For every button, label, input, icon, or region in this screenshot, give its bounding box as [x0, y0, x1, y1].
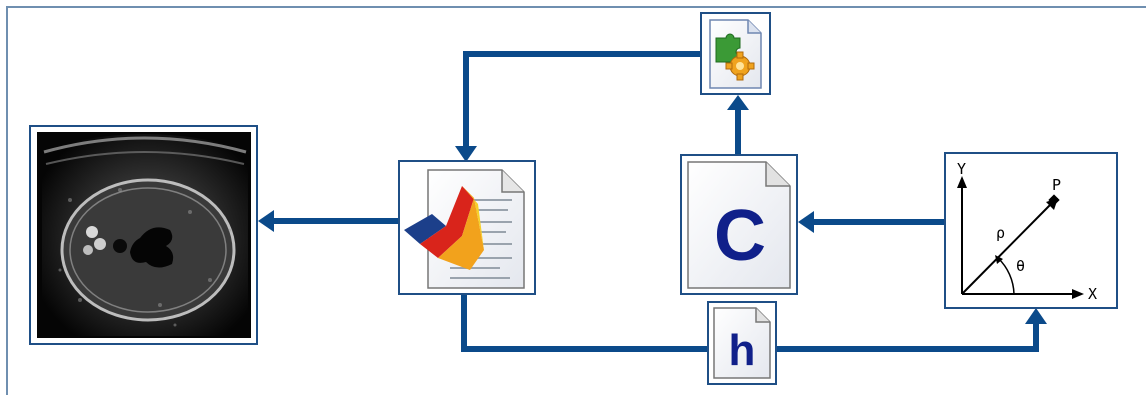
polar-coordinates-icon [957, 176, 1084, 299]
mex-compiled-file-icon [709, 19, 762, 89]
node-mex [700, 12, 771, 95]
c-source-file-icon: C [687, 161, 791, 289]
diagram-frame [6, 6, 1146, 395]
node-h-header: h [707, 301, 777, 385]
polar-rho-label: ρ [996, 224, 1005, 242]
node-polar: Y X P ρ θ [944, 152, 1118, 309]
arrowhead-matlab-top [455, 146, 477, 162]
arrowhead-polar-bottom [1025, 308, 1047, 324]
gear-icon [725, 51, 755, 81]
h-header-file-icon: h [713, 307, 771, 379]
polar-theta-label: θ [1016, 257, 1025, 275]
h-file-letter: h [729, 326, 756, 375]
c-file-letter: C [714, 196, 766, 276]
arrowhead-mex-bottom [727, 95, 749, 110]
polar-point-label: P [1052, 176, 1061, 194]
polar-x-axis-label: X [1088, 285, 1097, 303]
node-ultrasound [29, 125, 258, 345]
edge-mex-to-matlab [463, 51, 700, 148]
matlab-file-icon [404, 169, 525, 289]
ultrasound-image-icon [37, 132, 251, 338]
arrowhead-ultrasound [258, 210, 274, 232]
arrowhead-c-right [798, 211, 814, 233]
polar-y-axis-label: Y [957, 160, 966, 178]
node-c-source: C [680, 154, 798, 295]
node-matlab [398, 160, 536, 295]
connectors [258, 51, 1047, 352]
